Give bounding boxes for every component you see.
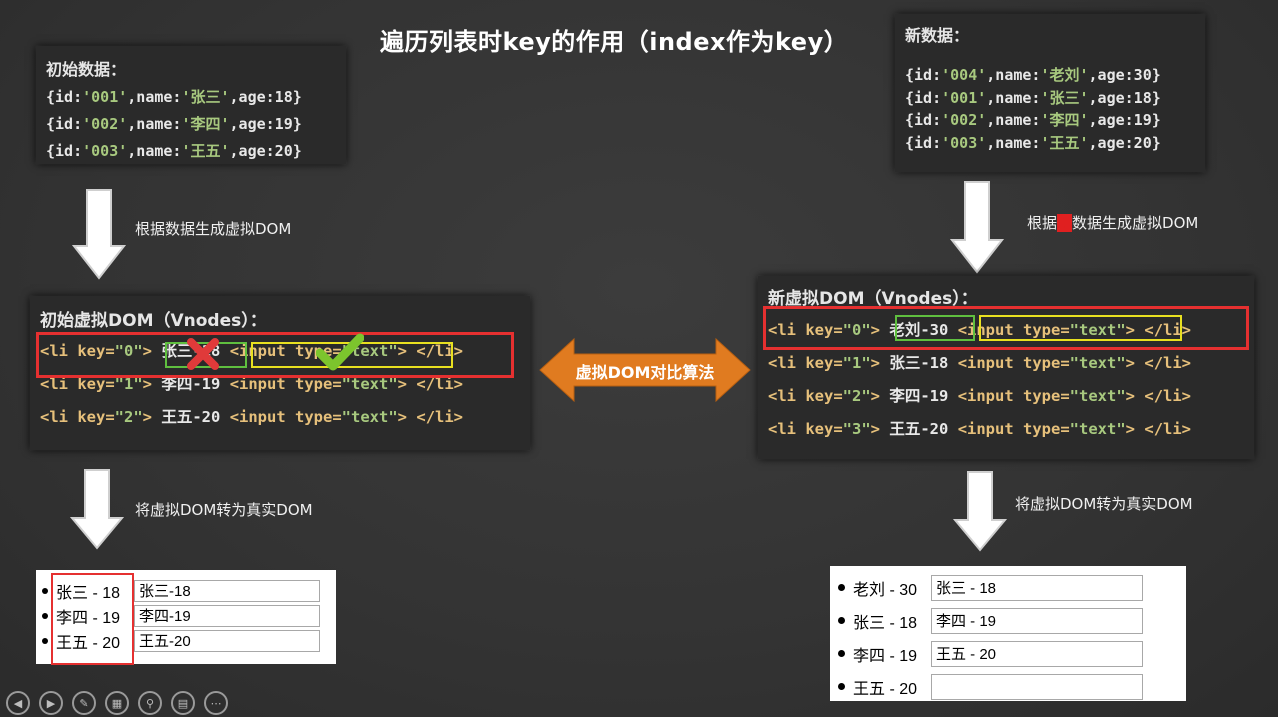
bullet-icon (838, 617, 845, 624)
highlight-green-box (165, 342, 247, 368)
highlight-green-box (895, 315, 975, 341)
step-note-right-1: 根据新数据生成虚拟DOM (1027, 214, 1199, 232)
bullet-icon (838, 584, 845, 591)
presentation-controls: ◀ ▶ ✎ ▦ ⚲ ▤ ⋯ (6, 691, 228, 715)
new-data-heading: 新数据： (905, 26, 970, 45)
highlight-red-box (51, 573, 134, 665)
list-item-input[interactable] (134, 604, 320, 627)
initial-data-row: {id:'002',name:'李四',age:19} (46, 115, 302, 133)
vdom-row: <li key="3"> 王五-20 <input type="text"> <… (768, 420, 1192, 438)
list-item: 李四 - 19 (838, 637, 1186, 670)
list-item-input[interactable] (134, 629, 320, 652)
list-item-input[interactable] (931, 673, 1143, 700)
new-vdom-heading: 新虚拟DOM（Vnodes）： (768, 289, 978, 309)
compare-label: 虚拟DOM对比算法 (575, 363, 715, 382)
pen-icon[interactable]: ✎ (72, 691, 96, 715)
compare-double-arrow: 虚拟DOM对比算法 (538, 337, 752, 403)
list-item-label: 李四 - 19 (56, 609, 121, 627)
list-item: 王五 - 20 (838, 670, 1186, 703)
page-title: 遍历列表时key的作用（index作为key） (380, 28, 849, 56)
list-item-input[interactable] (931, 574, 1143, 601)
list-item-label: 王五 - 20 (853, 680, 918, 698)
new-data-row: {id:'002',name:'李四',age:19} (905, 111, 1161, 129)
step-note-right-2: 将虚拟DOM转为真实DOM (1015, 495, 1193, 513)
initial-data-row: {id:'001',name:'张三',age:18} (46, 88, 302, 106)
list-item: 老刘 - 30 (838, 571, 1186, 604)
bullet-icon (838, 683, 845, 690)
step-note-left-2: 将虚拟DOM转为真实DOM (135, 501, 313, 519)
initial-data-heading: 初始数据： (46, 60, 127, 79)
prev-icon[interactable]: ◀ (6, 691, 30, 715)
new-data-row: {id:'003',name:'王五',age:20} (905, 133, 1161, 152)
list-item-label: 张三 - 18 (56, 584, 121, 602)
down-arrow-icon (950, 180, 1004, 274)
vdom-row: <li key="0"> 老刘-30 <input type="text"> <… (768, 321, 1192, 339)
step-note-left-1: 根据数据生成虚拟DOM (135, 220, 292, 238)
bullet-icon (42, 637, 48, 644)
bullet-icon (42, 612, 48, 619)
vdom-row: <li key="2"> 李四-19 <input type="text"> <… (768, 387, 1192, 405)
vdom-row: <li key="1"> 张三-18 <input type="text"> <… (768, 354, 1192, 372)
next-icon[interactable]: ▶ (39, 691, 63, 715)
cross-icon (185, 336, 221, 376)
list-item-input[interactable] (931, 607, 1143, 634)
bullet-icon (42, 587, 48, 594)
list-item-label: 王五 - 20 (56, 634, 121, 652)
list-item-input[interactable] (931, 640, 1143, 667)
new-data-panel: 新数据： {id:'004',name:'老刘',age:30} {id:'00… (895, 14, 1205, 172)
highlight-yellow-box (979, 315, 1182, 341)
new-data-row: {id:'001',name:'张三',age:18} (905, 88, 1161, 107)
down-arrow-icon (70, 468, 124, 550)
zoom-icon[interactable]: ⚲ (138, 691, 162, 715)
initial-vdom-panel: 初始虚拟DOM（Vnodes）： <li key="0"> 张三-18 <inp… (30, 296, 530, 450)
new-vdom-panel: 新虚拟DOM（Vnodes）： <li key="0"> 老刘-30 <inpu… (758, 276, 1254, 459)
check-icon (315, 333, 365, 375)
highlight-red-box (763, 306, 1249, 350)
initial-data-panel: 初始数据： {id:'001',name:'张三',age:18} {id:'0… (36, 46, 346, 164)
initial-vdom-heading: 初始虚拟DOM（Vnodes）： (40, 311, 267, 331)
down-arrow-icon (953, 470, 1007, 552)
vdom-row: <li key="1"> 李四-19 <input type="text"> <… (40, 375, 464, 393)
initial-data-row: {id:'003',name:'王五',age:20} (46, 142, 302, 160)
list-item-label: 老刘 - 30 (853, 581, 918, 599)
list-item: 张三 - 18 (42, 578, 336, 603)
list-item-label: 张三 - 18 (853, 614, 918, 632)
list-item-input[interactable] (134, 579, 320, 602)
real-dom-left: 张三 - 18 李四 - 19 王五 - 20 (36, 570, 336, 664)
vdom-row: <li key="2"> 王五-20 <input type="text"> <… (40, 408, 464, 426)
list-item: 张三 - 18 (838, 604, 1186, 637)
slides-icon[interactable]: ▦ (105, 691, 129, 715)
list-item: 王五 - 20 (42, 628, 336, 653)
bullet-icon (838, 650, 845, 657)
real-dom-right: 老刘 - 30 张三 - 18 李四 - 19 王五 - 20 (830, 566, 1186, 701)
down-arrow-icon (72, 188, 126, 280)
new-data-row: {id:'004',name:'老刘',age:30} (905, 66, 1161, 84)
more-icon[interactable]: ⋯ (204, 691, 228, 715)
subtitle-icon[interactable]: ▤ (171, 691, 195, 715)
highlight-red-box (36, 332, 514, 378)
list-item-label: 李四 - 19 (853, 647, 918, 665)
list-item: 李四 - 19 (42, 603, 336, 628)
